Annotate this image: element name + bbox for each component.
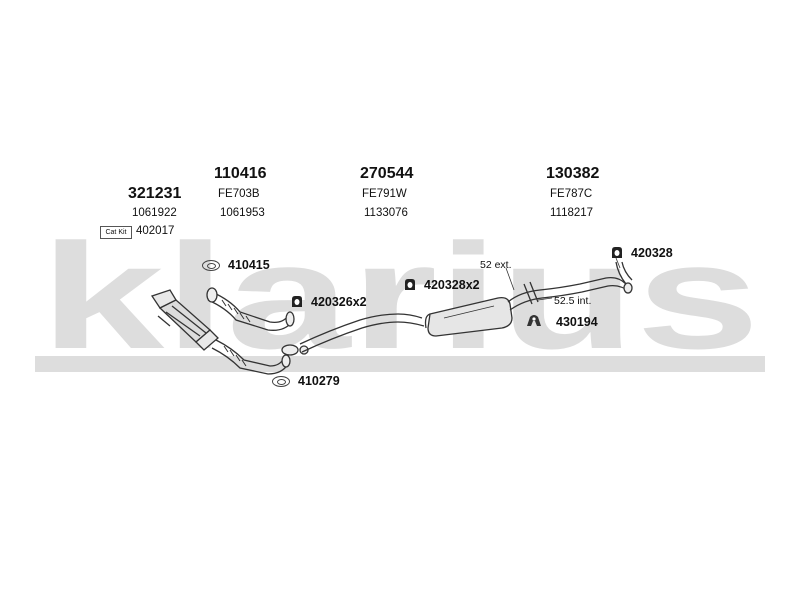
oe-number-1133076: 1133076	[364, 207, 408, 219]
rubber-hanger-icon	[292, 296, 302, 307]
part-number-130382: 130382	[546, 165, 600, 182]
rubber-hanger-icon	[612, 247, 622, 258]
fitting-410279: 410279	[298, 374, 340, 388]
oe-number-1061922: 1061922	[132, 207, 177, 219]
fitting-410415: 410415	[228, 258, 270, 272]
ref-code-fe787c: FE787C	[550, 188, 593, 200]
rear-pipe	[507, 261, 633, 311]
lower-flex-pipe	[211, 339, 291, 375]
gasket-ring-icon	[272, 376, 290, 387]
middle-flange	[281, 344, 309, 356]
front-flex-pipe	[206, 287, 295, 331]
fitting-420328x2: 420328x2	[424, 278, 480, 292]
part-number-270544: 270544	[360, 165, 414, 182]
catalytic-converter	[150, 289, 219, 351]
cat-kit-label: Cat Kit	[100, 226, 132, 239]
rubber-hanger-icon	[405, 279, 415, 290]
cat-kit-number: 402017	[136, 225, 175, 237]
fitting-430194: 430194	[556, 315, 598, 329]
fitting-420328: 420328	[631, 246, 673, 260]
leader-lines	[505, 257, 621, 301]
intermediate-pipe	[299, 313, 425, 353]
oe-number-1118217: 1118217	[550, 207, 594, 219]
ref-code-fe791w: FE791W	[362, 188, 407, 200]
part-number-110416: 110416	[214, 165, 267, 182]
watermark-underline	[35, 356, 765, 372]
gasket-ring-icon	[202, 260, 220, 271]
fitting-420326x2: 420326x2	[311, 295, 367, 309]
oe-number-1061953: 1061953	[220, 207, 265, 219]
dimension-int: 52.5 int.	[554, 295, 592, 307]
mounting-bracket-icon	[527, 315, 541, 326]
dimension-ext: 52 ext.	[480, 259, 512, 271]
centre-silencer	[424, 296, 513, 337]
part-number-321231: 321231	[128, 185, 182, 202]
ref-code-fe703b: FE703B	[218, 188, 260, 200]
